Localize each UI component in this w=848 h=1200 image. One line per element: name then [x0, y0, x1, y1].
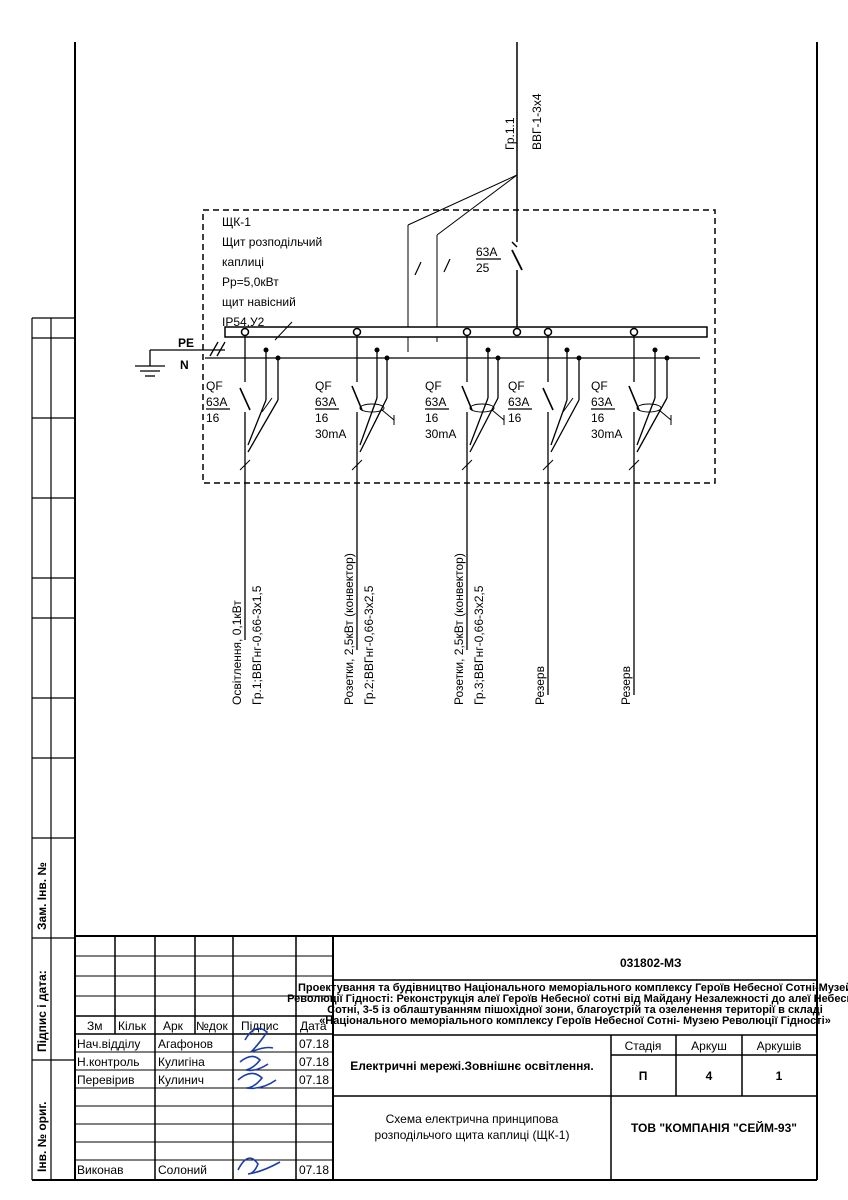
- breaker-2-setting: 16: [315, 411, 329, 425]
- breaker-3-rcd: 30mA: [425, 427, 456, 441]
- output-1-line2: Гр.1;ВВГнг-0,66-3х1,5: [250, 585, 264, 705]
- incoming-feeder: [407, 42, 523, 352]
- breaker-2-type: QF: [315, 379, 332, 393]
- row-2-date: 07.18: [299, 1055, 329, 1069]
- left-margin-strip: [31, 317, 75, 1180]
- header-zm: Зм: [87, 1019, 103, 1033]
- row-4-role: Виконав: [77, 1163, 123, 1177]
- breaker-1-rating: 63А: [206, 395, 227, 409]
- breaker-labels: QF 63А 16 QF 63А 16 30mA QF 63А 16 30mA …: [206, 379, 622, 441]
- sheet-value: 4: [706, 1069, 713, 1083]
- breaker-2-rcd: 30mA: [315, 427, 346, 441]
- row-1-name: Агафонов: [158, 1037, 213, 1051]
- panel-description: ЩК-1 Щит розподільчий каплиці Рр=5,0кВт …: [222, 215, 322, 329]
- breaker-1-setting: 16: [206, 411, 220, 425]
- bus-lines: [135, 321, 700, 377]
- panel-line-2: Щит розподільчий: [222, 235, 322, 249]
- breaker-2-rating: 63А: [315, 395, 336, 409]
- panel-line-6: IP54,У2: [222, 315, 265, 329]
- pe-label: PE: [178, 336, 194, 350]
- project-line-1: Проектування та будівництво Національног…: [298, 982, 848, 994]
- output-2-line1: Розетки, 2,5кВт (конвектор): [342, 553, 356, 705]
- drawing-title-line-2: розподільчого щита каплиці (ЩК-1): [375, 1128, 570, 1142]
- drawing-title-line-1: Схема електрична принципова: [386, 1112, 559, 1126]
- row-4-name: Солоний: [158, 1163, 207, 1177]
- sheets-label: Аркушів: [757, 1039, 802, 1053]
- title-block-text: 031802-МЗ Проектування та будівництво На…: [77, 956, 848, 1177]
- label-inv-orig: Інв. № ориг.: [35, 1101, 49, 1172]
- section-title: Електричні мережі.Зовнішнє освітлення.: [350, 1059, 593, 1073]
- panel-line-5: щит навісний: [222, 295, 296, 309]
- project-line-3: Сотні, 3-5 із облаштуванням пішохідної з…: [327, 1004, 823, 1016]
- row-2-role: Н.контроль: [77, 1055, 140, 1069]
- output-3-line1: Розетки, 2,5кВт (конвектор): [452, 553, 466, 705]
- breaker-5-rcd: 30mA: [591, 427, 622, 441]
- main-breaker-setting: 25: [476, 261, 490, 275]
- output-labels: Освітлення, 0,1кВт Гр.1;ВВГнг-0,66-3х1,5…: [230, 553, 633, 705]
- output-3-line2: Гр.3;ВВГнг-0,66-3х2,5: [472, 585, 486, 705]
- breaker-3-type: QF: [425, 379, 442, 393]
- breaker-5-rating: 63А: [591, 395, 612, 409]
- panel-enclosure: [202, 209, 716, 484]
- stage-label: Стадія: [625, 1039, 662, 1053]
- drawing-frame: [32, 42, 818, 1181]
- breaker-1-type: QF: [206, 379, 223, 393]
- branch-circuits: [239, 336, 672, 695]
- stage-value: П: [639, 1069, 648, 1083]
- signatures: [237, 1027, 281, 1175]
- header-pidpys: Підпис: [241, 1019, 279, 1033]
- breaker-3-rating: 63А: [425, 395, 446, 409]
- sheet-label: Аркуш: [691, 1039, 727, 1053]
- header-data: Дата: [300, 1019, 327, 1033]
- breaker-4-type: QF: [508, 379, 525, 393]
- breaker-4-setting: 16: [508, 411, 522, 425]
- header-kilk: Кільк: [118, 1019, 147, 1033]
- drawing-code: 031802-МЗ: [620, 956, 682, 970]
- busbar-taps: [240, 327, 639, 337]
- feeder-cable-label: ВВГ-1-3х4: [530, 93, 544, 150]
- project-line-2: Революції Гідності: Реконструкція алеї Г…: [287, 993, 848, 1005]
- output-4-line1: Резерв: [533, 666, 547, 705]
- sheets-value: 1: [776, 1069, 783, 1083]
- panel-line-4: Рр=5,0кВт: [222, 275, 279, 289]
- project-line-4: «Національного меморіального комплексу Г…: [319, 1015, 831, 1027]
- breaker-5-setting: 16: [591, 411, 605, 425]
- label-zam-inv: Зам. Інв. №: [35, 862, 49, 930]
- panel-line-1: ЩК-1: [222, 215, 251, 229]
- output-1-line1: Освітлення, 0,1кВт: [230, 600, 244, 705]
- output-2-line2: Гр.2;ВВГнг-0,66-3х2,5: [362, 585, 376, 705]
- breaker-3-setting: 16: [425, 411, 439, 425]
- row-1-role: Нач.відділу: [77, 1037, 140, 1051]
- breaker-4-rating: 63А: [508, 395, 529, 409]
- row-4-date: 07.18: [299, 1163, 329, 1177]
- row-3-name: Кулинич: [158, 1073, 204, 1087]
- row-1-date: 07.18: [299, 1037, 329, 1051]
- n-label: N: [180, 358, 189, 372]
- row-3-date: 07.18: [299, 1073, 329, 1087]
- row-2-name: Кулигіна: [158, 1055, 205, 1069]
- label-signature-date: Підпис і дата:: [35, 970, 49, 1052]
- company-name: ТОВ "КОМПАНІЯ "СЕЙМ-93": [631, 1120, 797, 1135]
- row-3-role: Перевірив: [77, 1073, 134, 1087]
- title-block-grid: [75, 935, 817, 1180]
- output-5-line1: Резерв: [619, 666, 633, 705]
- feeder-group-label: Гр.1.1: [503, 117, 517, 150]
- header-ark: Арк: [163, 1019, 184, 1033]
- header-ndok: №док: [196, 1019, 229, 1033]
- panel-line-3: каплиці: [222, 255, 264, 269]
- breaker-5-type: QF: [591, 379, 608, 393]
- main-breaker-rating: 63А: [476, 245, 497, 259]
